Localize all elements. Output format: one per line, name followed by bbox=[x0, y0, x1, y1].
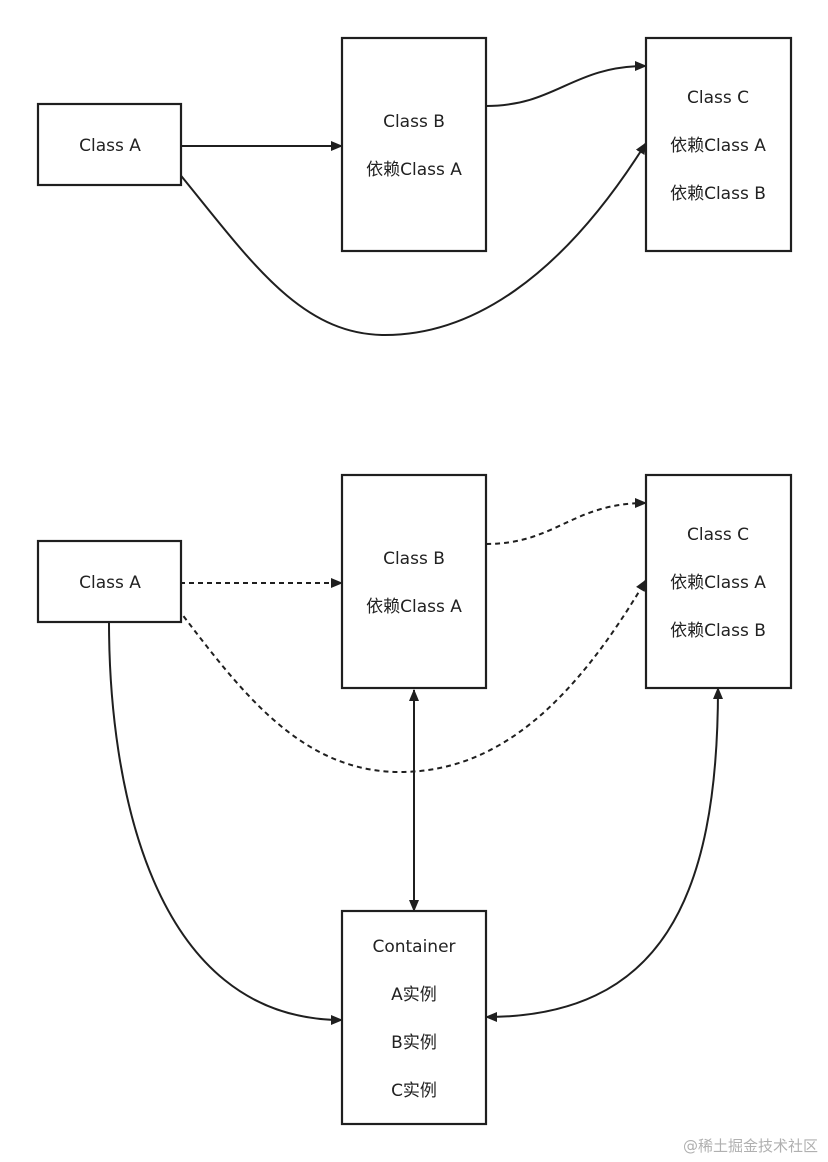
edge-c-container-bidirectional bbox=[485, 687, 723, 1022]
bottom-class-b-dependency: 依赖Class A bbox=[366, 597, 462, 617]
container-instance-b: B实例 bbox=[391, 1033, 437, 1053]
edge-top-b-to-c bbox=[485, 61, 647, 107]
container-instance-c: C实例 bbox=[391, 1081, 437, 1101]
top-diagram: Class A Class B 依赖Class A Class C 依赖Clas… bbox=[36, 36, 793, 337]
bottom-class-b-box: Class B 依赖Class A bbox=[340, 473, 488, 690]
bottom-class-c-dependency-b: 依赖Class B bbox=[670, 621, 766, 641]
bottom-class-c-title: Class C bbox=[687, 525, 749, 545]
bottom-class-c-box: Class C 依赖Class A 依赖Class B bbox=[644, 473, 793, 690]
top-class-c-box: Class C 依赖Class A 依赖Class B bbox=[644, 36, 793, 253]
bottom-class-b-title: Class B bbox=[383, 549, 445, 569]
top-class-a-label: Class A bbox=[79, 136, 141, 156]
edge-a-to-container bbox=[108, 621, 343, 1025]
top-class-b-box: Class B 依赖Class A bbox=[340, 36, 488, 253]
container-instance-a: A实例 bbox=[391, 985, 437, 1005]
container-title: Container bbox=[372, 937, 455, 957]
edge-top-a-to-c bbox=[177, 142, 647, 337]
bottom-class-c-dependency-a: 依赖Class A bbox=[670, 573, 766, 593]
bottom-class-a-box: Class A bbox=[36, 539, 183, 624]
watermark: @稀土掘金技术社区 bbox=[682, 1137, 818, 1155]
container-box: Container A实例 B实例 C实例 bbox=[340, 909, 488, 1126]
top-class-b-dependency: 依赖Class A bbox=[366, 160, 462, 180]
top-class-a-box: Class A bbox=[36, 102, 183, 187]
top-class-c-dependency-b: 依赖Class B bbox=[670, 184, 766, 204]
edge-bottom-a-to-c-dashed bbox=[177, 579, 647, 774]
top-class-c-dependency-a: 依赖Class A bbox=[670, 136, 766, 156]
edge-bottom-b-to-c-dashed bbox=[485, 498, 647, 545]
bottom-diagram: Class A Class B 依赖Class A Class C 依赖Clas… bbox=[36, 473, 793, 1126]
top-class-c-title: Class C bbox=[687, 88, 749, 108]
bottom-class-a-label: Class A bbox=[79, 573, 141, 593]
top-class-b-title: Class B bbox=[383, 112, 445, 132]
